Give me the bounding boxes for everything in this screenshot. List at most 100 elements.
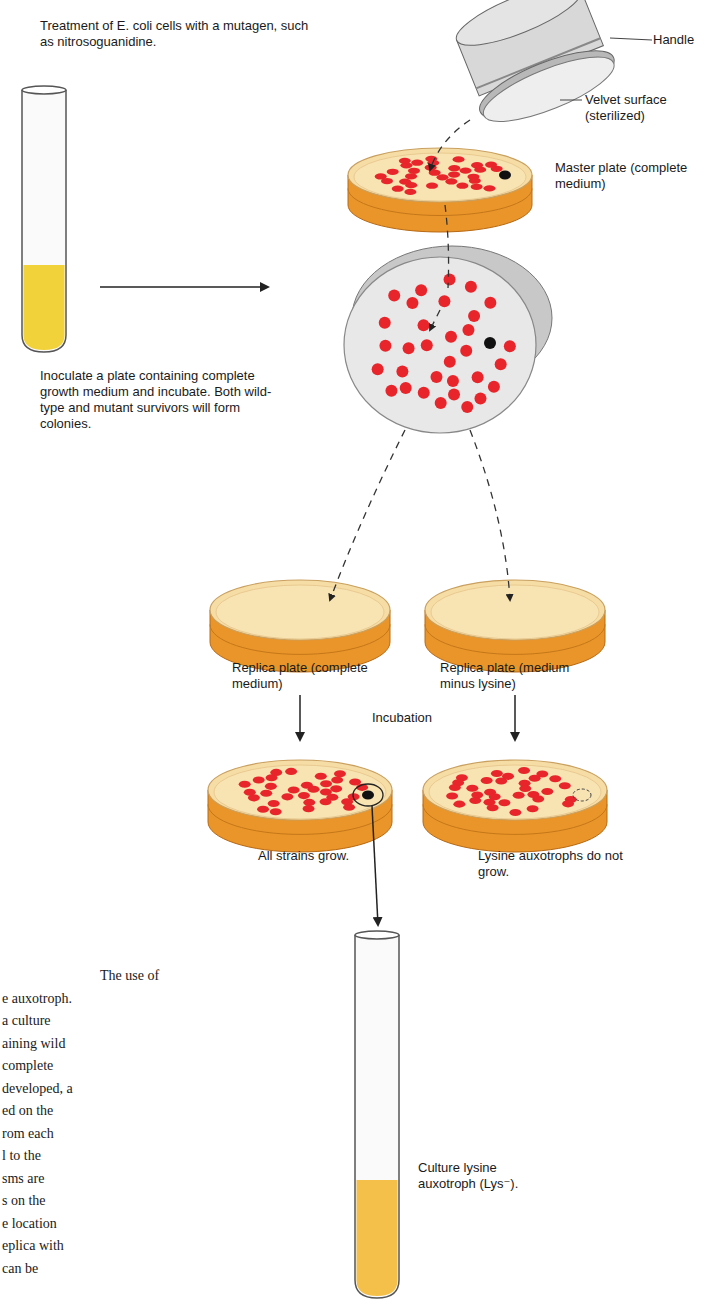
plate-label: Replica plate (medium minus lysine): [440, 660, 605, 692]
colony: [445, 331, 457, 343]
colony: [466, 785, 478, 792]
colony: [298, 792, 310, 799]
agar-surface: [348, 148, 532, 202]
colony: [320, 780, 332, 787]
colony: [388, 289, 400, 301]
petri-plate: [423, 760, 607, 852]
colony: [498, 799, 510, 806]
caption-fragment: complete: [2, 1055, 53, 1078]
agar-surface: [354, 153, 526, 201]
colony: [400, 382, 412, 394]
colony: [472, 371, 484, 383]
colony: [260, 790, 272, 797]
caption-fragment: aining wild: [2, 1033, 65, 1056]
step-label: Culture lysine auxotroph (Lys⁻).: [418, 1160, 558, 1192]
colony: [519, 785, 531, 792]
test-tube: [355, 931, 399, 1298]
colony: [265, 783, 277, 790]
part-name: Velvet surface (sterilized): [585, 92, 705, 124]
colony: [448, 165, 460, 171]
colony: [488, 381, 500, 393]
colony: [248, 794, 260, 801]
colony: [453, 156, 465, 162]
colony: [385, 385, 397, 397]
colony: [485, 162, 497, 168]
colony: [425, 156, 437, 162]
arrow: [514, 695, 516, 740]
colony: [495, 358, 507, 370]
caption-fragment: The use of: [100, 965, 159, 988]
colony: [257, 806, 269, 813]
caption-fragment: rom each: [2, 1123, 54, 1146]
colony: [330, 785, 342, 792]
result-label: All strains grow.: [258, 848, 388, 864]
colony: [444, 356, 456, 368]
colony: [315, 773, 327, 780]
colony: [399, 158, 411, 164]
colony: [471, 184, 483, 190]
agar-surface: [214, 765, 386, 819]
colony: [495, 777, 507, 784]
colony: [471, 162, 483, 168]
colony: [453, 801, 465, 808]
caption-fragment: a culture: [2, 1010, 51, 1033]
colony: [448, 171, 460, 177]
colony: [331, 777, 343, 784]
colony: [491, 770, 503, 777]
caption-fragment: ed on the: [2, 1100, 53, 1123]
agar-surface: [208, 760, 392, 820]
colony: [341, 798, 353, 805]
colony: [408, 168, 420, 174]
colony: [334, 770, 346, 777]
petri-plate: [348, 148, 532, 232]
colony: [372, 363, 384, 375]
agar-surface: [423, 760, 607, 820]
colony: [320, 798, 332, 805]
caption-fragment: developed, a: [2, 1078, 73, 1101]
colony: [438, 295, 450, 307]
selection-circle: [353, 784, 383, 806]
colony: [447, 375, 459, 387]
colony: [529, 775, 541, 782]
colony: [239, 781, 251, 788]
colony: [462, 324, 474, 336]
colony: [285, 768, 297, 775]
colony: [513, 792, 525, 799]
caption-fragment: l to the: [2, 1145, 41, 1168]
colony: [460, 345, 472, 357]
colony: [487, 804, 499, 811]
colony: [379, 340, 391, 352]
velvet-surface: [344, 257, 536, 433]
caption-fragment: e auxotroph.: [2, 988, 72, 1011]
note: Inoculate a plate containing complete gr…: [40, 368, 290, 432]
part-name: Handle: [653, 32, 708, 48]
transfer-path: [330, 120, 510, 600]
colony: [509, 809, 521, 816]
colony: [392, 186, 404, 192]
caption-fragment: eplica with: [2, 1235, 64, 1258]
colony: [549, 775, 561, 782]
arrow: [100, 286, 268, 288]
colony: [484, 185, 496, 191]
mutant-colony: [484, 337, 496, 349]
colony: [405, 173, 417, 179]
colony: [303, 799, 315, 806]
colony: [437, 174, 449, 180]
missing-colony: [573, 789, 591, 801]
colony: [381, 178, 393, 184]
colony: [541, 788, 553, 795]
colony: [527, 805, 539, 812]
plate-label: Master plate (complete medium): [555, 160, 705, 192]
colony: [418, 387, 430, 399]
leader-line: [560, 100, 582, 101]
colony: [406, 297, 418, 309]
mutant-colony: [499, 171, 511, 180]
colony: [449, 784, 461, 791]
arrow: [299, 695, 301, 740]
caption-fragment: sms are: [2, 1168, 44, 1191]
agar-surface: [210, 580, 390, 640]
colony: [484, 297, 496, 309]
colony: [379, 317, 391, 329]
colony: [456, 183, 468, 189]
